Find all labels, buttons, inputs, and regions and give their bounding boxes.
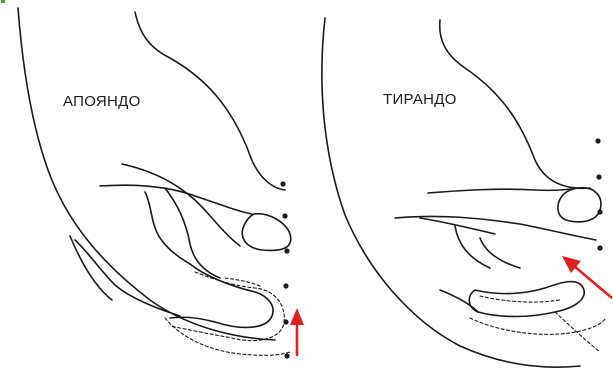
panel-apoyando: АПОЯНДО (18, 8, 304, 359)
string-dot (595, 138, 600, 143)
string-dot (597, 245, 602, 250)
string-dot (282, 213, 287, 218)
string-dot (283, 283, 288, 288)
string-dot (284, 353, 289, 358)
string-dot (597, 209, 602, 214)
string-dots-left (280, 181, 289, 358)
panel-label-apoyando: АПОЯНДО (63, 93, 141, 110)
motion-arrow-left (290, 308, 304, 356)
string-dot (283, 319, 288, 324)
string-dot (284, 248, 289, 253)
motion-arrow-right (562, 256, 612, 298)
hand-illustration-left (18, 8, 291, 355)
panel-tirando: ТИРАНДО (322, 18, 612, 367)
panel-label-tirando: ТИРАНДО (383, 91, 457, 108)
corner-mark (1, 0, 5, 3)
string-dots-right (595, 138, 602, 250)
string-dot (596, 174, 601, 179)
hand-illustration-right (322, 18, 606, 367)
string-dot (280, 181, 285, 186)
